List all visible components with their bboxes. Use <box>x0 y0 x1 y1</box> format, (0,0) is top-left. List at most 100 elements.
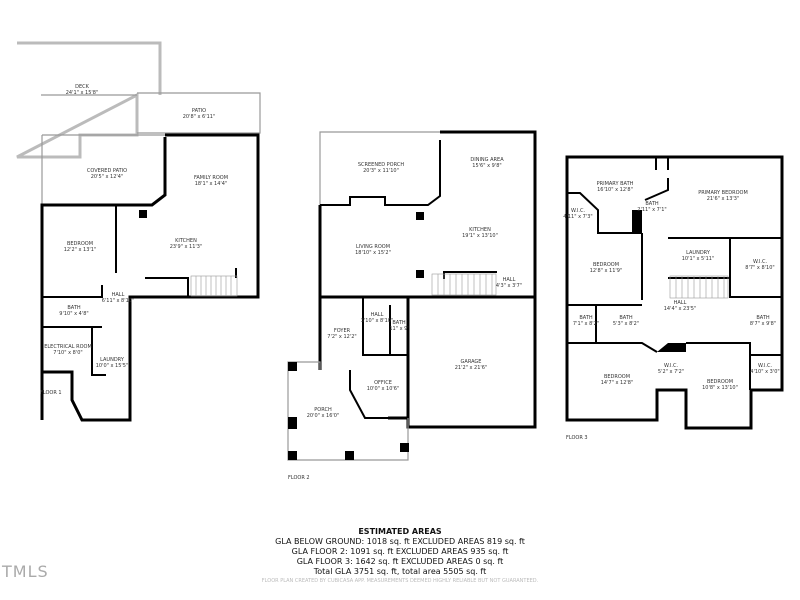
room-dimensions: 6'11" x 8'10" <box>102 298 135 304</box>
room-dimensions: 19'1" x 13'10" <box>462 233 498 239</box>
wall <box>565 155 784 430</box>
room-dimensions: 10'1" x 5'11" <box>682 256 715 262</box>
room-dimensions: 18'1" x 14'4" <box>195 181 228 187</box>
column <box>288 417 297 429</box>
room-name: FAMILY ROOM <box>194 175 228 181</box>
room-name: FOYER <box>334 328 351 334</box>
room-dimensions: 8'7" x 8'10" <box>745 265 774 271</box>
column <box>416 212 424 220</box>
room-dimensions: 4'10" x 3'0" <box>750 369 779 375</box>
room-dimensions: 20'5" x 12'4" <box>91 174 124 180</box>
room-name: GARAGE <box>461 359 482 365</box>
room-name: KITCHEN <box>175 238 197 244</box>
summary-title: ESTIMATED AREAS <box>358 527 442 536</box>
floor-3-plan: PRIMARY BATH 16'10" x 12'8" BATH 2'11" x… <box>563 155 784 441</box>
wall <box>42 133 260 422</box>
room-dimensions: 10'0" x 15'5" <box>96 363 129 369</box>
room-name: LAUNDRY <box>686 250 711 256</box>
room-name: BATH <box>67 305 81 311</box>
room-name: KITCHEN <box>469 227 491 233</box>
room-dimensions: 14'7" x 12'8" <box>601 380 634 386</box>
room-name: W.I.C. <box>571 208 586 214</box>
stairs <box>190 275 238 297</box>
column <box>288 362 297 371</box>
wall <box>406 130 537 429</box>
summary-line: GLA FLOOR 2: 1091 sq. ft EXCLUDED AREAS … <box>291 547 509 556</box>
room-name: PORCH <box>314 407 332 413</box>
patio-outline <box>41 92 261 134</box>
floor-2-plan: SCREENED PORCH 20'3" x 11'10" DINING ARE… <box>287 130 537 481</box>
room-dimensions: 5'3" x 8'2" <box>613 321 639 327</box>
room-dimensions: 18'10" x 15'2" <box>355 250 391 256</box>
room-name: W.I.C. <box>664 363 679 369</box>
disclaimer: FLOOR PLAN CREATED BY CUBICASA APP. MEAS… <box>261 578 539 584</box>
room-dimensions: 4'11" x 7'3" <box>563 214 592 220</box>
column <box>416 270 424 278</box>
room-dimensions: 16'10" x 12'8" <box>597 187 633 193</box>
stairs <box>431 273 497 296</box>
column <box>345 451 354 460</box>
room-name: OFFICE <box>374 380 392 386</box>
room-name: LAUNDRY <box>100 357 125 363</box>
floor-label: FLOOR 2 <box>288 475 310 481</box>
room-name: BEDROOM <box>593 262 619 268</box>
shaft <box>657 343 686 352</box>
room-name: BEDROOM <box>604 374 630 380</box>
room-name: DINING AREA <box>470 157 504 163</box>
room-name: BEDROOM <box>707 379 733 385</box>
room-dimensions: 24'1" x 15'8" <box>66 90 99 96</box>
interior-wall <box>567 157 782 390</box>
stairs <box>669 275 729 299</box>
room-dimensions: 21'6" x 13'3" <box>707 196 740 202</box>
floor-1-plan: DECK 24'1" x 15'8" PATIO 20'8" x 6'11" C… <box>16 41 261 422</box>
room-dimensions: 8'7" x 9'8" <box>750 321 776 327</box>
room-name: BATH <box>619 315 633 321</box>
room-name: BATH <box>579 315 593 321</box>
room-dimensions: 3'10" x 8'10" <box>361 318 394 324</box>
room-dimensions: 11" x 9' <box>389 326 408 332</box>
porch-outline <box>287 361 409 461</box>
mls-watermark: TMLS <box>2 562 49 581</box>
room-name: PRIMARY BEDROOM <box>698 190 748 196</box>
room-name: DECK <box>75 84 90 90</box>
room-dimensions: 5'2" x 7'2" <box>658 369 684 375</box>
room-dimensions: 7'2" x 12'2" <box>327 334 356 340</box>
room-dimensions: 12'2" x 13'1" <box>64 247 97 253</box>
room-name: SCREENED PORCH <box>358 162 404 168</box>
room-dimensions: 20'8" x 6'11" <box>183 114 216 120</box>
floor-label: FLOOR 1 <box>40 390 62 396</box>
column <box>139 210 147 218</box>
floor-1-room-labels: DECK 24'1" x 15'8" PATIO 20'8" x 6'11" C… <box>44 84 228 369</box>
summary-line: GLA BELOW GROUND: 1018 sq. ft EXCLUDED A… <box>275 537 525 546</box>
column <box>400 443 409 452</box>
room-name: BATH <box>645 201 659 207</box>
room-dimensions: 10'0" x 10'6" <box>367 386 400 392</box>
room-dimensions: 20'3" x 11'10" <box>363 168 399 174</box>
interior-wall <box>42 205 237 376</box>
deck-outline <box>16 41 162 159</box>
floor-label: FLOOR 3 <box>566 435 588 441</box>
room-name: COVERED PATIO <box>87 168 127 174</box>
screened-porch-outline <box>319 131 440 205</box>
shaft <box>632 210 642 233</box>
floor-2-room-labels: SCREENED PORCH 20'3" x 11'10" DINING ARE… <box>307 157 522 419</box>
column <box>288 451 297 460</box>
room-name: ELECTRICAL ROOM <box>44 344 92 350</box>
summary-line: GLA FLOOR 3: 1642 sq. ft EXCLUDED AREAS … <box>296 557 504 566</box>
room-dimensions: 9'10" x 4'8" <box>59 311 88 317</box>
room-dimensions: 14'4" x 23'5" <box>664 306 697 312</box>
room-name: PATIO <box>192 108 206 114</box>
room-dimensions: 4'3" x 3'7" <box>496 283 522 289</box>
room-name: LIVING ROOM <box>356 244 390 250</box>
estimated-areas-summary: ESTIMATED AREAS GLA BELOW GROUND: 1018 s… <box>240 527 560 577</box>
room-dimensions: 7'1" x 8'2" <box>573 321 599 327</box>
room-name: BATH <box>392 320 406 326</box>
room-name: HALL <box>112 292 125 298</box>
room-dimensions: 21'2" x 21'6" <box>455 365 488 371</box>
room-name: PRIMARY BATH <box>597 181 634 187</box>
room-dimensions: 2'11" x 7'1" <box>637 207 666 213</box>
room-name: HALL <box>371 312 384 318</box>
room-dimensions: 20'0" x 16'0" <box>307 413 340 419</box>
covered-patio-outline <box>41 134 165 205</box>
